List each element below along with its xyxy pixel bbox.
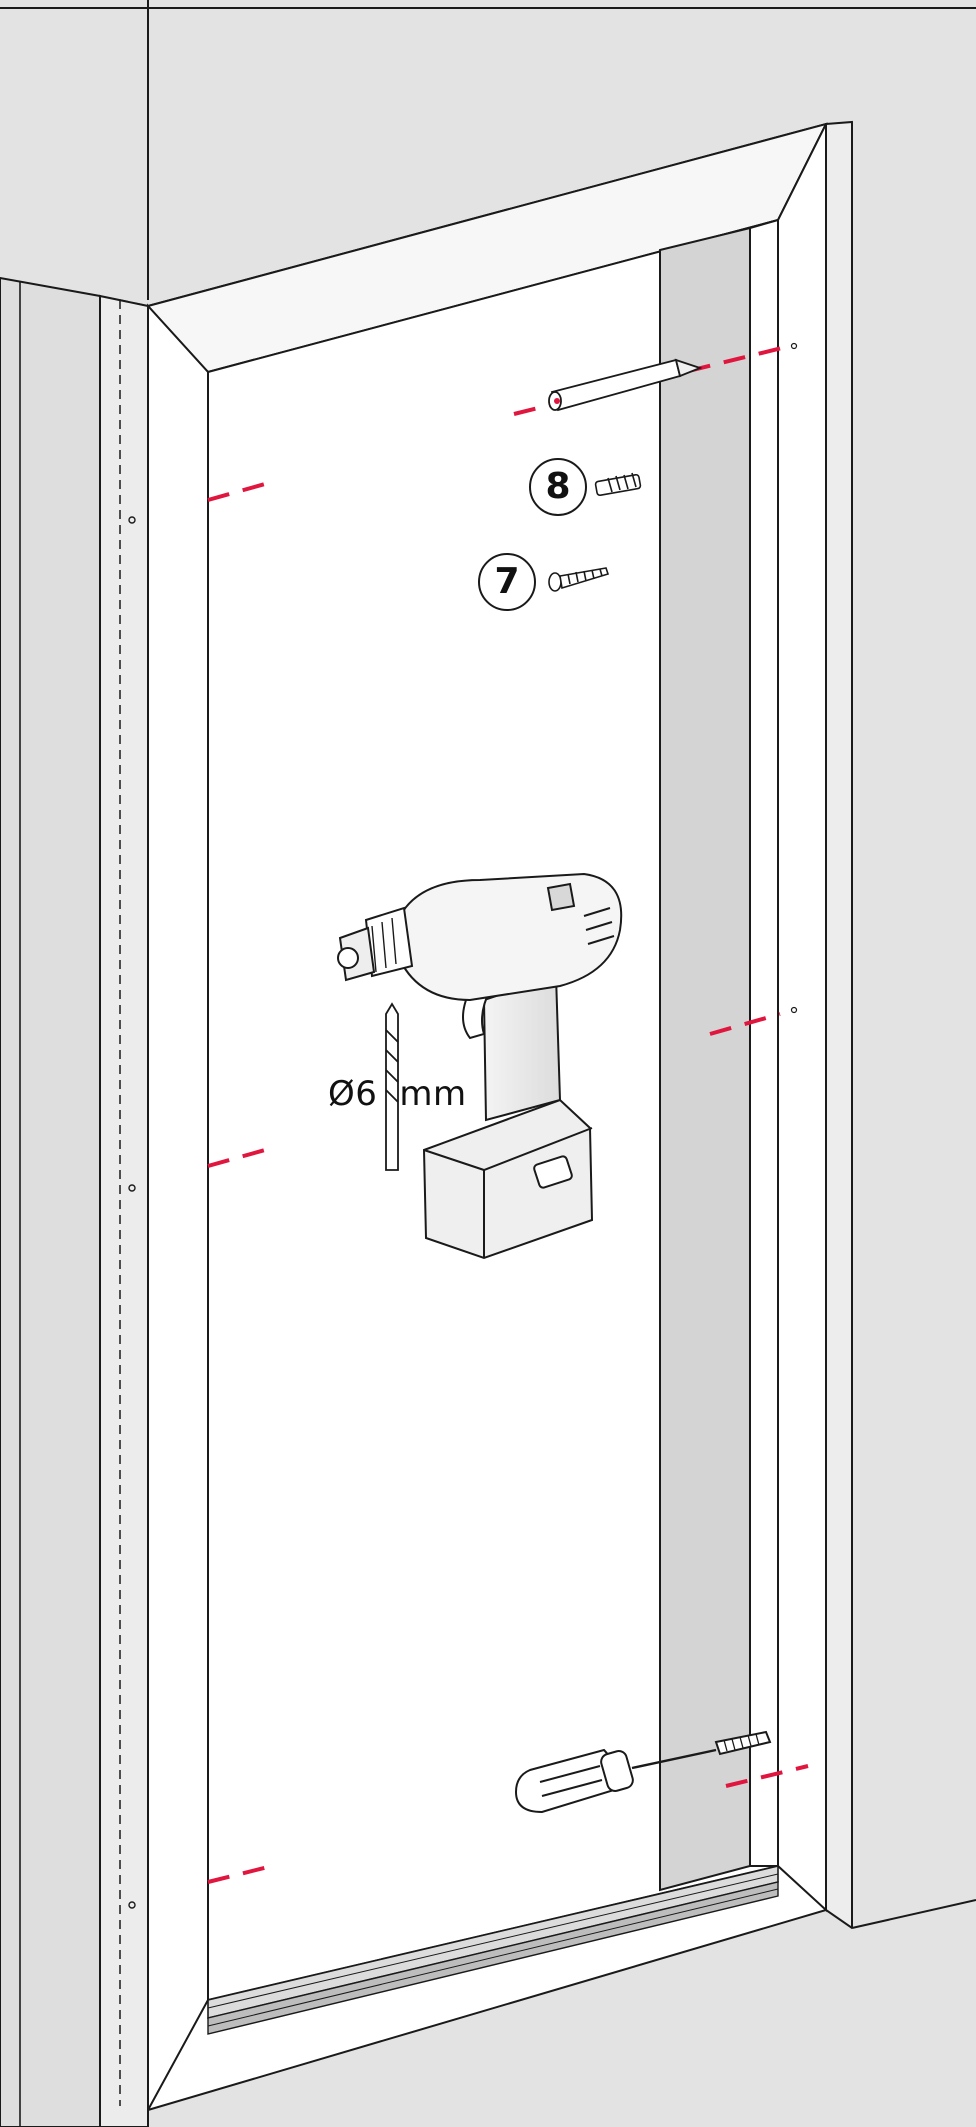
- part-7-callout: [478, 553, 610, 611]
- part-7-number: 7: [494, 561, 520, 602]
- left-wall-return: [0, 276, 101, 2127]
- drill-size-unit: mm: [399, 1074, 467, 1114]
- drill-bit-icon: [385, 1002, 399, 1171]
- part-8-number: 8: [545, 466, 571, 507]
- screw-icon: [548, 567, 610, 592]
- wall-plug-icon: [594, 472, 642, 497]
- pencil-icon: [548, 358, 703, 412]
- drill-size-value: Ø6: [328, 1074, 378, 1114]
- screwdriver-icon: [514, 1730, 772, 1814]
- part-8-callout: [529, 458, 642, 516]
- drill-size-label: Ø6 mm: [328, 1074, 467, 1114]
- cordless-drill-icon: [337, 872, 623, 1260]
